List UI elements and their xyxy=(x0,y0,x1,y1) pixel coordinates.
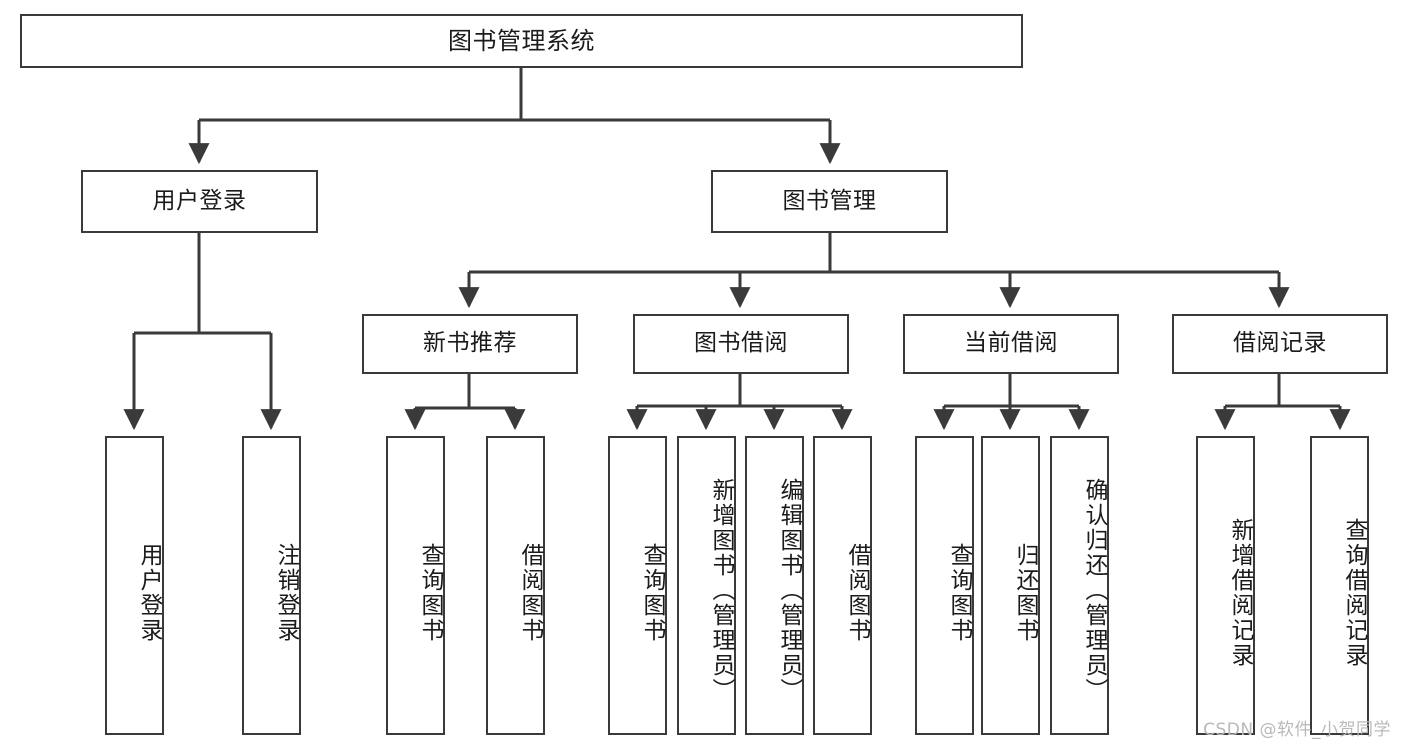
node-new-book-recommend[interactable]: 新书推荐 xyxy=(362,314,578,374)
node-leaf-confirm-return-admin[interactable]: 确认归还（管理员） xyxy=(1050,436,1109,735)
node-leaf-borrow-book[interactable]: 借阅图书 xyxy=(813,436,872,735)
node-leaf-return-book[interactable]: 归还图书 xyxy=(981,436,1040,735)
node-leaf-logout[interactable]: 注销登录 xyxy=(242,436,301,735)
node-borrow-record[interactable]: 借阅记录 xyxy=(1172,314,1388,374)
node-leaf-edit-book-admin[interactable]: 编辑图书（管理员） xyxy=(745,436,804,735)
node-root-title[interactable]: 图书管理系统 xyxy=(20,14,1023,68)
node-leaf-query-borrow-record[interactable]: 查询借阅记录 xyxy=(1310,436,1369,735)
node-book-borrow[interactable]: 图书借阅 xyxy=(633,314,849,374)
node-leaf-query-book-recommend[interactable]: 查询图书 xyxy=(386,436,445,735)
node-leaf-query-book-current[interactable]: 查询图书 xyxy=(915,436,974,735)
node-leaf-add-borrow-record[interactable]: 新增借阅记录 xyxy=(1196,436,1255,735)
node-user-login[interactable]: 用户登录 xyxy=(81,170,318,233)
node-book-management[interactable]: 图书管理 xyxy=(711,170,948,233)
csdn-watermark: CSDN @软件_小贺同学 xyxy=(1203,720,1391,740)
node-leaf-borrow-book-recommend[interactable]: 借阅图书 xyxy=(486,436,545,735)
node-leaf-add-book-admin[interactable]: 新增图书（管理员） xyxy=(677,436,736,735)
node-leaf-query-book[interactable]: 查询图书 xyxy=(608,436,667,735)
node-current-borrow[interactable]: 当前借阅 xyxy=(903,314,1119,374)
node-leaf-user-login[interactable]: 用户登录 xyxy=(105,436,164,735)
